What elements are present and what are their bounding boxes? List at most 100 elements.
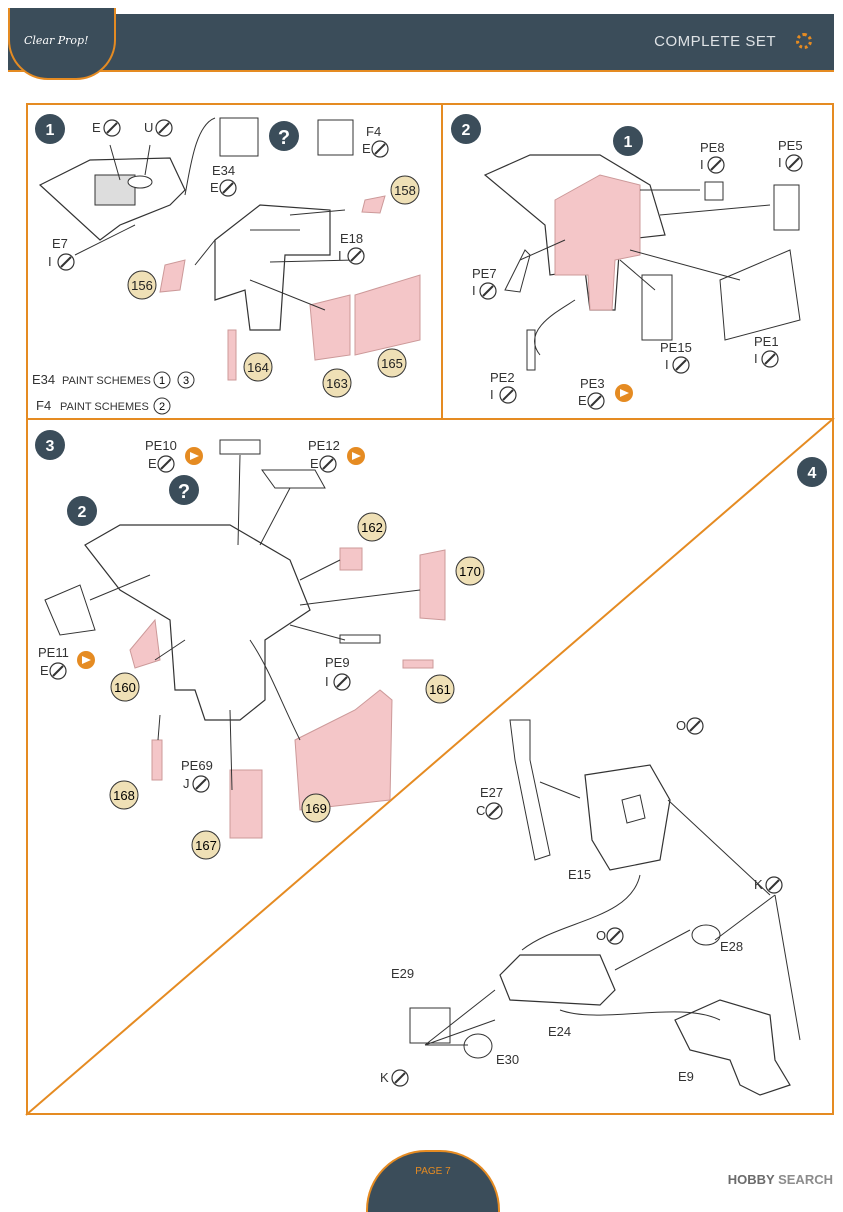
label-pe1: PE1: [754, 334, 779, 349]
decal-sheet-161: [402, 659, 434, 669]
part-pe8: [704, 181, 724, 201]
nipper-icon: [707, 156, 725, 174]
step-badge-4: [797, 457, 827, 487]
decal-sheet-164: [227, 329, 237, 381]
nipper-icon: [391, 1069, 409, 1087]
cockpit-dial: [127, 175, 153, 189]
svg-text:I: I: [700, 157, 704, 172]
svg-text:I: I: [490, 387, 494, 402]
panel3-leader-lines: [89, 454, 421, 791]
svg-text:2: 2: [78, 504, 87, 521]
seat-headrest-pad: [621, 794, 646, 824]
label-e: E: [92, 120, 101, 135]
label-o: O: [676, 718, 686, 733]
step-3-group: 3 2 PE10 E PE12 E PE11 E PE9 I PE69 J: [35, 430, 485, 860]
decal-number-163: 163: [322, 368, 352, 398]
instrument-panel-pink: [554, 174, 641, 311]
label-e9: E9: [678, 1069, 694, 1084]
decal-number-156: 156: [127, 270, 157, 300]
svg-text:163: 163: [326, 376, 348, 391]
svg-text:164: 164: [247, 360, 269, 375]
label-pe3: PE3: [580, 376, 605, 391]
paint-scheme-text-2: PAINT SCHEMES: [60, 401, 149, 413]
part-pe12: [261, 469, 326, 489]
svg-text:I: I: [665, 357, 669, 372]
panel4-leader-lines: [424, 781, 801, 1046]
nipper-icon: [192, 775, 210, 793]
header-bar: COMPLETE SET: [8, 14, 834, 72]
svg-text:?: ?: [178, 481, 190, 503]
decal-number-164: 164: [243, 352, 273, 382]
part-pe1: [719, 249, 801, 341]
watermark-search: SEARCH: [778, 1172, 833, 1187]
svg-text:J: J: [183, 776, 190, 791]
watermark: HOBBY SEARCH: [728, 1172, 833, 1187]
part-e27: [509, 719, 551, 861]
brand-logo-text: Clear Prop!: [24, 34, 89, 47]
nipper-icon: [485, 802, 503, 820]
decal-number-160: 160: [110, 672, 140, 702]
svg-text:161: 161: [429, 682, 451, 697]
question-badge: [169, 475, 199, 505]
decal-number-167: 167: [191, 830, 221, 860]
label-e15: E15: [568, 867, 591, 882]
decal-sheet-158: [361, 195, 386, 214]
nipper-icon: [319, 455, 337, 473]
svg-text:1: 1: [159, 375, 165, 387]
nipper-icon: [57, 253, 75, 271]
part-e28: [691, 924, 721, 946]
part-pe15: [641, 274, 673, 341]
label-e34: E34: [212, 163, 235, 178]
gear-icon: [796, 33, 812, 49]
diagonal-divider: [25, 417, 835, 1116]
svg-text:K: K: [380, 1070, 389, 1085]
svg-text:C: C: [476, 803, 485, 818]
nipper-icon: [785, 154, 803, 172]
label-e18: E18: [340, 231, 363, 246]
watermark-brand: HOBBY: [727, 1172, 775, 1187]
part-f4: [317, 119, 354, 156]
nipper-icon: [765, 876, 783, 894]
substep-badge-2: [67, 496, 97, 526]
nipper-icon: [499, 386, 517, 404]
decal-sheet-167: [229, 769, 263, 839]
nipper-icon: [672, 356, 690, 374]
label-pe12: PE12: [308, 438, 340, 453]
decal-sheet-160: [129, 618, 161, 669]
nipper-icon: [219, 179, 237, 197]
svg-text:158: 158: [394, 183, 416, 198]
header-title: COMPLETE SET: [654, 33, 776, 50]
label-pe8: PE8: [700, 140, 725, 155]
paint-scheme-part-e34: E34: [32, 372, 55, 387]
step-4-group: 4 O E27 C E15 K O E28 E29 E24 E30 E9 K: [380, 457, 827, 1096]
svg-text:E: E: [310, 456, 319, 471]
label-e7-key: I: [48, 254, 52, 269]
nipper-icon: [686, 717, 704, 735]
label-e24: E24: [548, 1024, 571, 1039]
svg-text:O: O: [596, 928, 606, 943]
step-2-group: 2 1 PE8 I PE5 I PE7 I PE15 I PE1 I PE2 I…: [451, 114, 803, 410]
label-pe5: PE5: [778, 138, 803, 153]
nipper-icon: [103, 119, 121, 137]
decal-sheet-169: [294, 689, 393, 811]
decal-number-161: 161: [425, 674, 455, 704]
question-badge: [269, 121, 299, 151]
label-e28: E28: [720, 939, 743, 954]
label-f4-key: E: [362, 141, 371, 156]
nipper-icon: [606, 927, 624, 945]
part-pe11-fold: [44, 584, 96, 636]
label-u: U: [144, 120, 153, 135]
svg-text:2: 2: [159, 401, 165, 413]
scheme-circle-1: [153, 371, 171, 389]
svg-text:I: I: [754, 351, 758, 366]
cockpit-assembly-3: [84, 524, 311, 721]
page-number: PAGE 7: [415, 1166, 451, 1177]
svg-text:I: I: [472, 283, 476, 298]
nipper-icon: [761, 350, 779, 368]
nipper-icon: [371, 140, 389, 158]
part-e30: [463, 1033, 493, 1059]
decal-number-162: 162: [357, 512, 387, 542]
part-pe5: [773, 184, 800, 231]
label-pe11: PE11: [38, 645, 69, 660]
question-mark: ?: [278, 127, 290, 149]
